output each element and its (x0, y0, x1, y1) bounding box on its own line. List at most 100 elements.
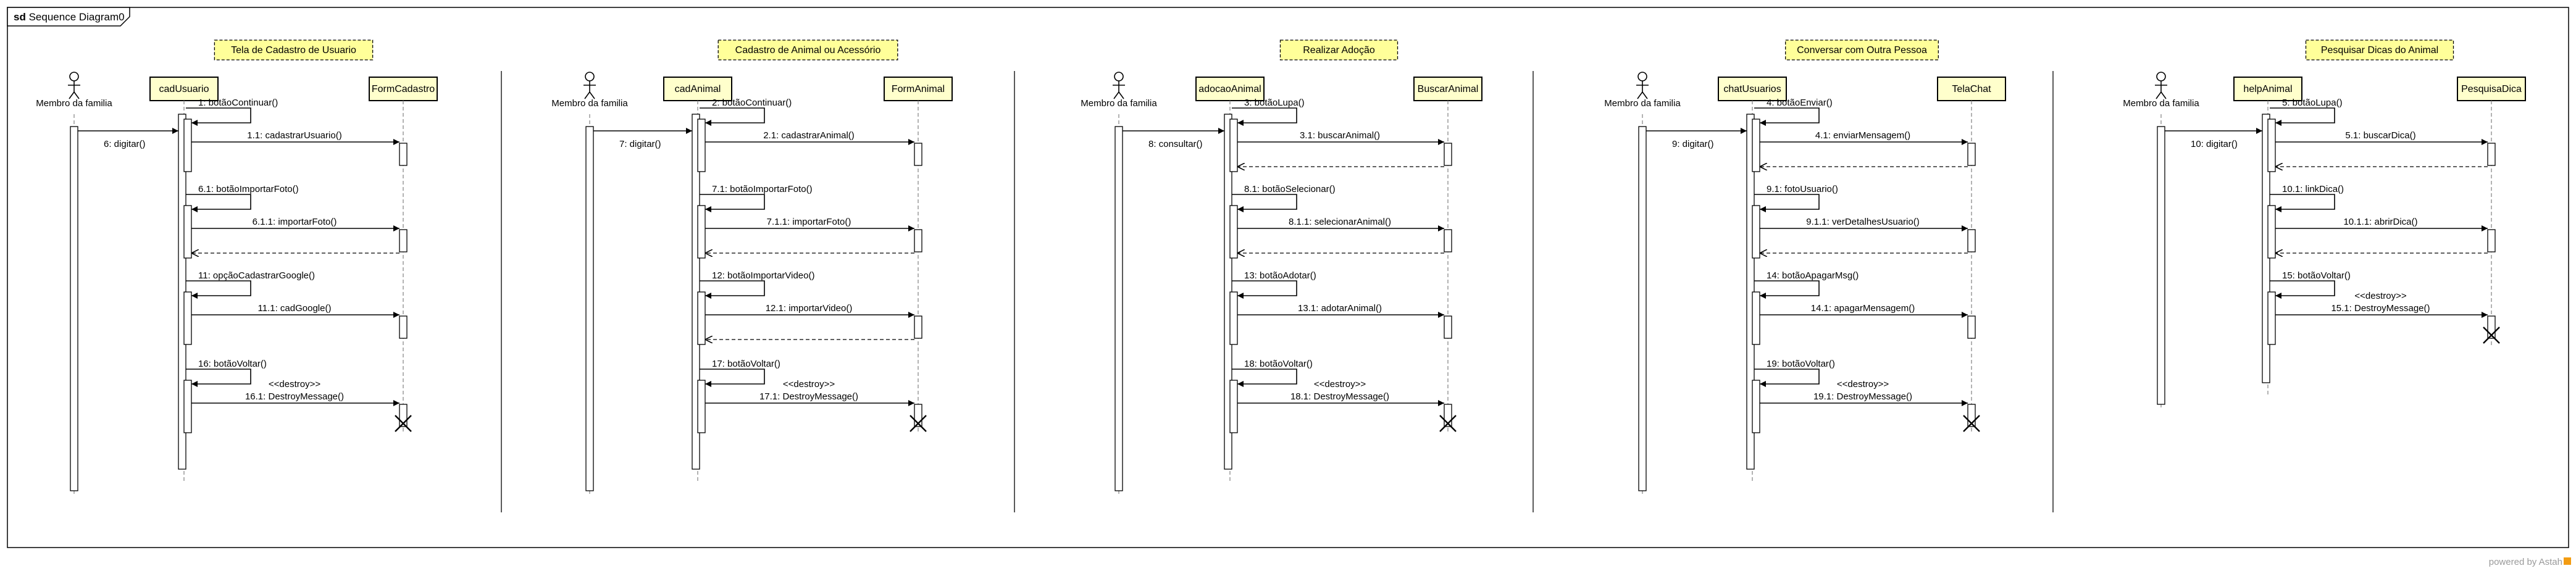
boundary-activation (399, 315, 408, 339)
self-message-label: 19: botãoVoltar() (1767, 359, 1835, 369)
note-box (1279, 40, 1399, 60)
self-message-label: 11: opçãoCadastrarGoogle() (198, 270, 315, 281)
boundary-object (2457, 77, 2526, 101)
self-message-label: 4: botãoEnviar() (1767, 98, 1833, 108)
control-object (1195, 77, 1265, 101)
self-message (700, 280, 765, 299)
note-box (2305, 40, 2454, 60)
actor-label: Membro da familia (2123, 98, 2199, 109)
self-message-label: 6.1: botãoImportarFoto() (198, 184, 299, 194)
boundary-object-label: BuscarAnimal (1418, 84, 1479, 94)
boundary-activation (1444, 315, 1452, 339)
destroy-x-icon (1439, 415, 1457, 432)
powered-by-label: powered by Astah (2489, 557, 2562, 567)
actor-leg (1637, 91, 1643, 99)
note-text: Cadastro de Animal ou Acessório (735, 45, 881, 56)
nested-activation (1752, 119, 1760, 172)
self-message-label: 15: botãoVoltar() (2282, 270, 2351, 281)
self-message (1232, 194, 1297, 212)
call-message-label: 13.1: adotarAnimal() (1298, 303, 1382, 314)
self-message-label: 3: botãoLupa() (1244, 98, 1305, 108)
self-message (1754, 369, 1820, 387)
self-message-label: 9.1: fotoUsuario() (1767, 184, 1838, 194)
self-message (700, 107, 765, 126)
actor-label: Membro da familia (551, 98, 628, 109)
self-message (2270, 107, 2335, 126)
control-object-label: cadUsuario (159, 84, 209, 94)
nested-activation (697, 380, 706, 433)
self-message (700, 194, 765, 212)
trigger-message-label: 7: digitar() (619, 139, 661, 149)
actor-activation (1114, 126, 1123, 491)
actor-leg (2160, 91, 2167, 99)
nested-activation (1229, 205, 1238, 259)
self-message-label: 16: botãoVoltar() (198, 359, 267, 369)
nested-activation (183, 205, 192, 259)
boundary-activation (1967, 315, 1976, 339)
call-message-label: 4.1: enviarMensagem() (1815, 130, 1910, 141)
boundary-activation (914, 315, 922, 339)
call-message-label: 3.1: buscarAnimal() (1300, 130, 1380, 141)
actor-leg (2156, 91, 2162, 99)
boundary-object (1413, 77, 1482, 101)
trigger-message-label: 8: consultar() (1148, 139, 1203, 149)
trigger-message-label: 9: digitar() (1672, 139, 1714, 149)
boundary-object (1937, 77, 2006, 101)
self-message (1232, 369, 1297, 387)
nested-activation (697, 119, 706, 172)
actor-leg (1118, 91, 1124, 99)
control-object-label: adocaoAnimal (1198, 84, 1261, 94)
nested-activation (1752, 380, 1760, 433)
boundary-activation (1444, 143, 1452, 166)
control-object (663, 77, 732, 101)
call-message-label: 5.1: buscarDica() (2345, 130, 2415, 141)
call-message-label: 17.1: DestroyMessage() (759, 391, 858, 402)
boundary-activation (399, 143, 408, 166)
actor-leg (69, 91, 75, 99)
call-message-label: 9.1.1: verDetalhesUsuario() (1806, 217, 1919, 227)
panel-separators (501, 71, 2054, 512)
self-message (1232, 107, 1297, 126)
trigger-message-label: 10: digitar() (2191, 139, 2238, 149)
actor-leg (1642, 91, 1648, 99)
actor-icon (1637, 72, 1647, 81)
self-message (2270, 280, 2335, 299)
note-text: Tela de Cadastro de Usuario (231, 45, 356, 56)
call-message-label: 2.1: cadastrarAnimal() (763, 130, 855, 141)
call-message-label: 8.1.1: selecionarAnimal() (1289, 217, 1391, 227)
self-message-label: 2: botãoContinuar() (712, 98, 792, 108)
destroy-x-icon (910, 415, 927, 432)
note-box (1785, 40, 1939, 60)
destroy-x-icon (395, 415, 412, 432)
actor-leg (73, 91, 80, 99)
destroy-stereotype-label: <<destroy>> (783, 379, 835, 390)
actor-activation (2157, 126, 2165, 405)
nested-activation (183, 291, 192, 345)
self-message (1754, 280, 1820, 299)
self-message-label: 13: botãoAdotar() (1244, 270, 1316, 281)
control-object (2233, 77, 2302, 101)
nested-activation (1229, 380, 1238, 433)
control-object-label: cadAnimal (675, 84, 721, 94)
actor-label: Membro da familia (1081, 98, 1157, 109)
frame-label: sd Sequence Diagram0 (14, 11, 125, 23)
call-message-label: 18.1: DestroyMessage() (1290, 391, 1389, 402)
boundary-activation (914, 143, 922, 166)
self-message (186, 369, 251, 387)
boundary-object-label: FormCadastro (372, 84, 435, 94)
nested-activation (2267, 291, 2276, 345)
trigger-message-label: 6: digitar() (104, 139, 146, 149)
destroy-x-icon (2483, 327, 2500, 344)
call-message-label: 16.1: DestroyMessage() (245, 391, 344, 402)
self-message-label: 5: botãoLupa() (2282, 98, 2343, 108)
nested-activation (183, 380, 192, 433)
actor-label: Membro da familia (36, 98, 112, 109)
note-box (214, 40, 374, 60)
boundary-activation (1967, 229, 1976, 252)
self-message (1232, 280, 1297, 299)
